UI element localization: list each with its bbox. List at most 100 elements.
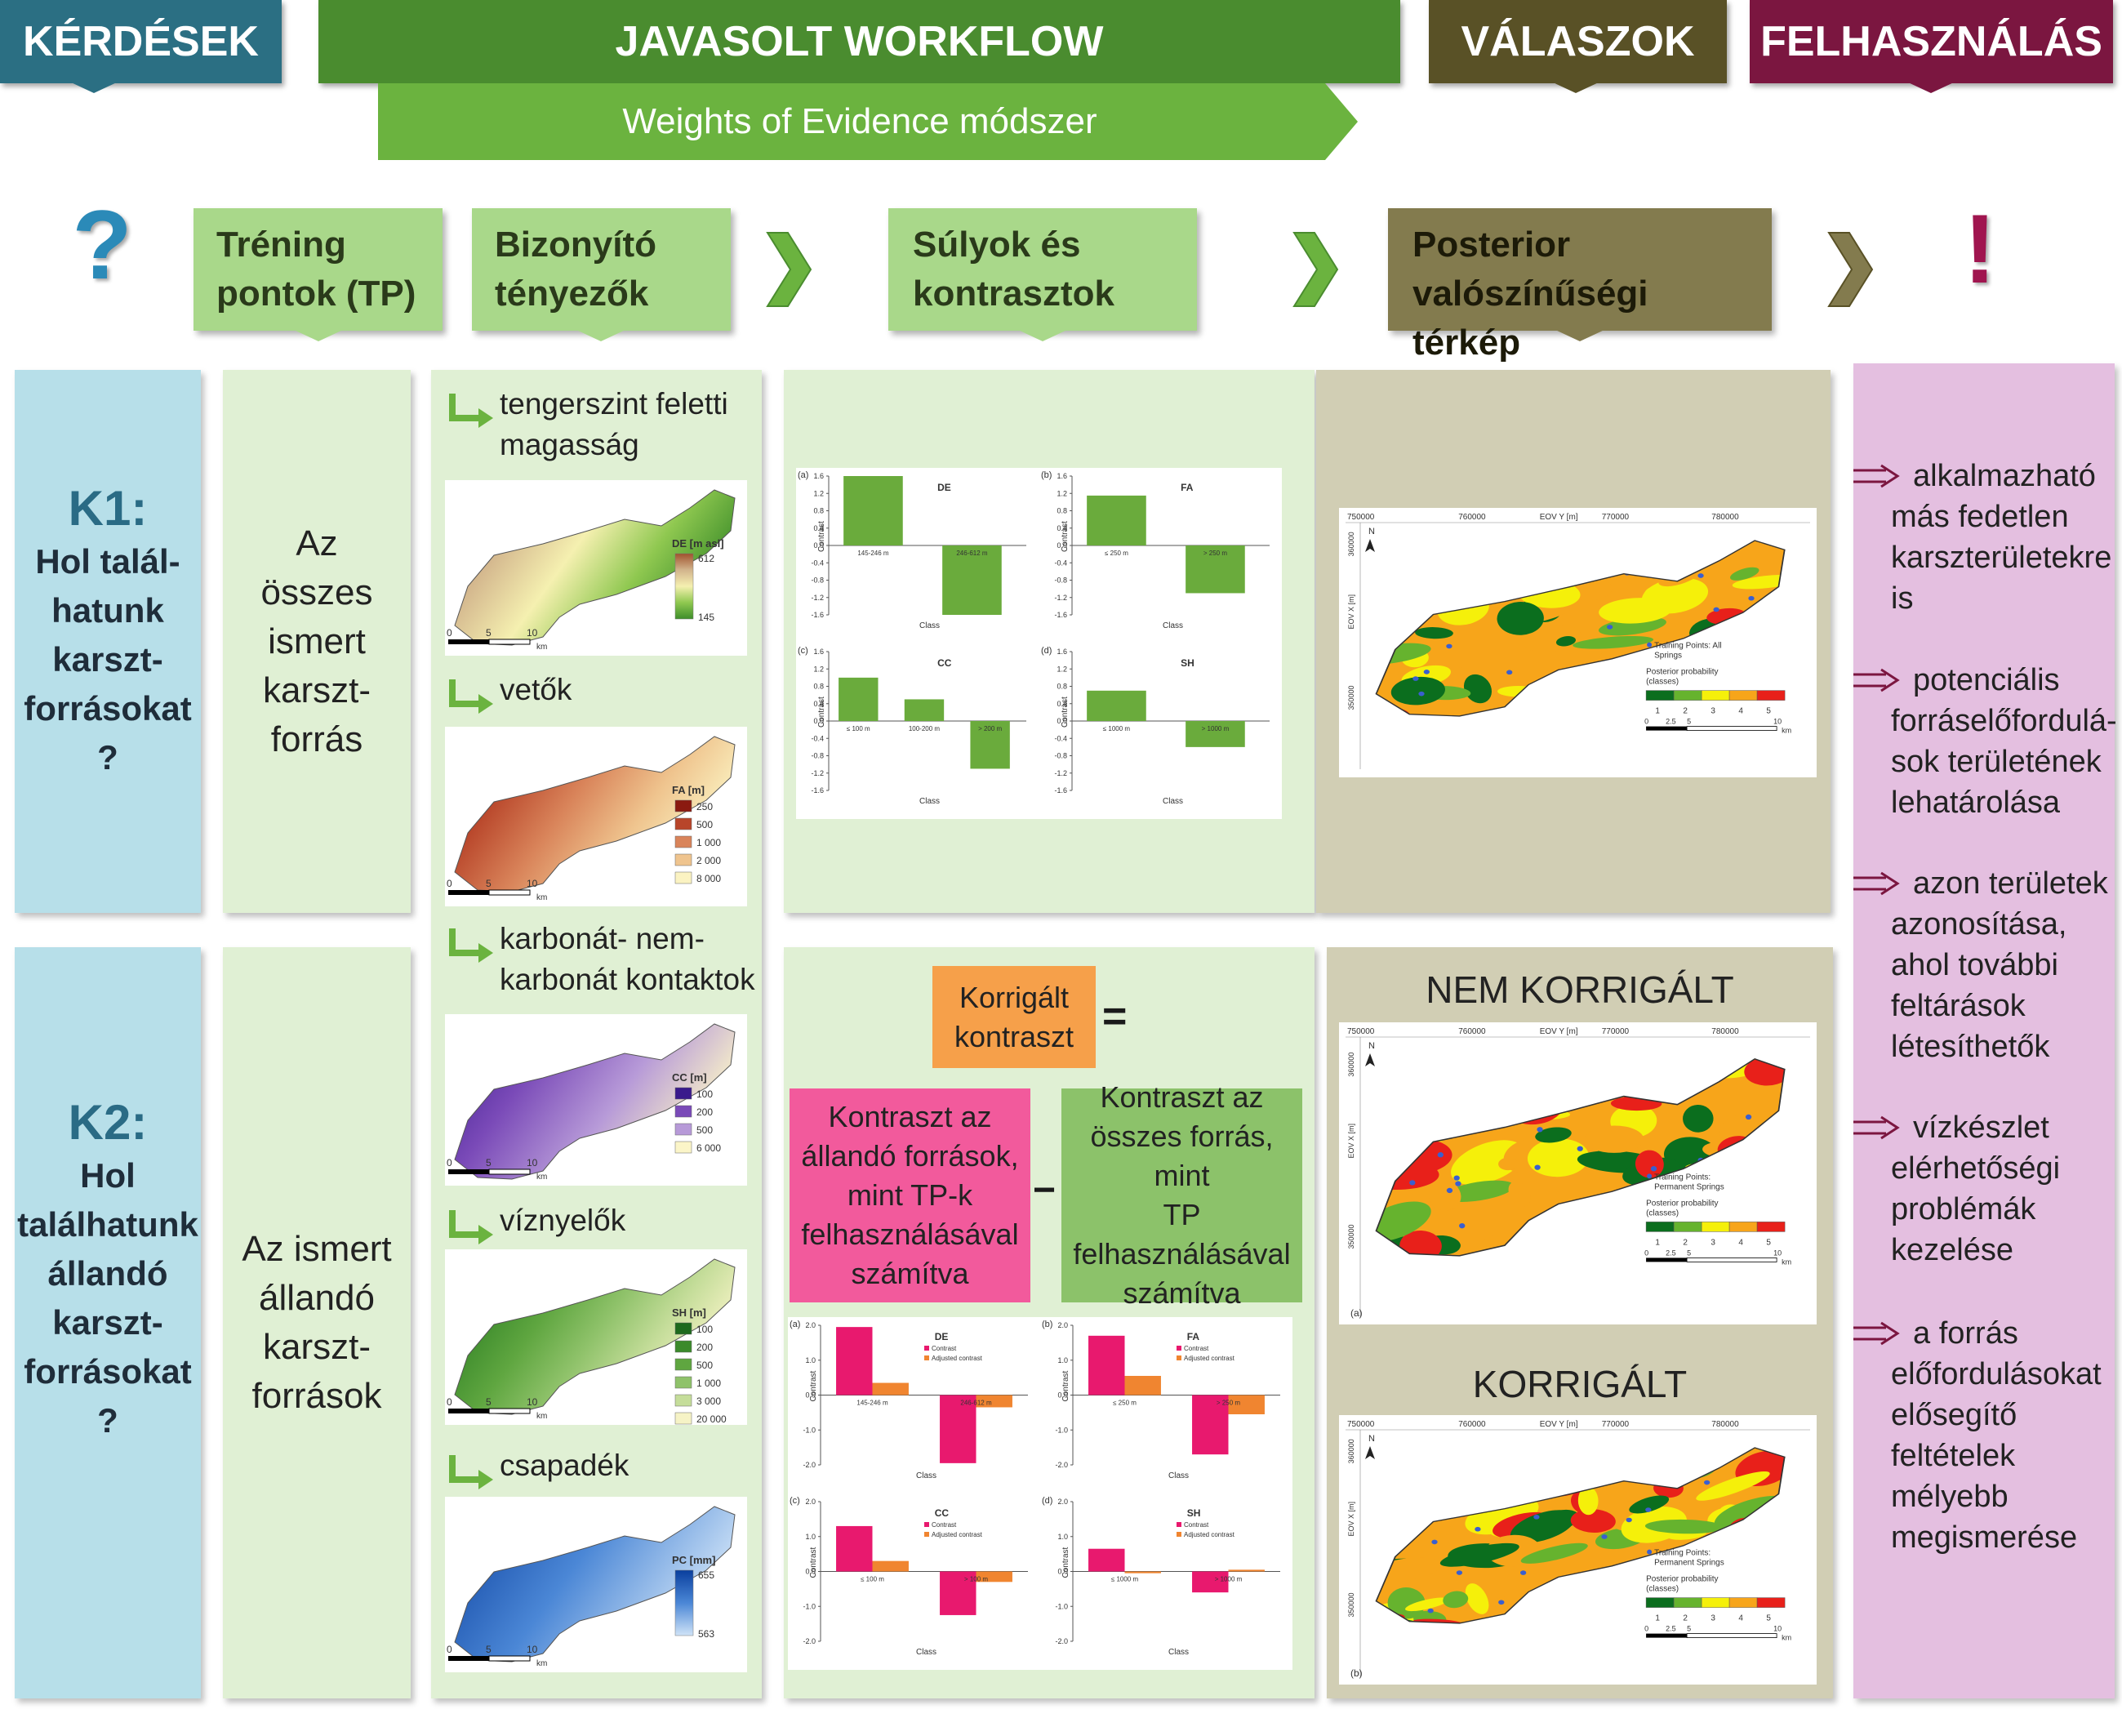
svg-text:10: 10: [527, 1157, 538, 1168]
step-evidence-line-1: Bizonyító: [495, 225, 656, 265]
factor-title-0-0: tengerszint feletti: [500, 387, 728, 421]
svg-text:4: 4: [1738, 1614, 1743, 1623]
svg-text:0.8: 0.8: [1057, 683, 1067, 691]
svg-text:5: 5: [486, 1157, 492, 1168]
permanent-line-3: mint TP-k: [847, 1178, 973, 1212]
svg-text:250: 250: [696, 801, 713, 812]
svg-text:EOV X [m]: EOV X [m]: [1347, 1502, 1355, 1537]
svg-text:> 1000 m: > 1000 m: [1202, 725, 1230, 732]
svg-text:(d): (d): [1042, 1496, 1052, 1506]
svg-text:2.0: 2.0: [805, 1321, 816, 1329]
svg-text:0.0: 0.0: [805, 1391, 816, 1400]
svg-text:0: 0: [447, 627, 452, 639]
step-training-points: Tréning pontok (TP): [194, 208, 443, 331]
svg-text:(c): (c): [798, 646, 808, 656]
factor-title-0-1: magasság: [500, 428, 639, 461]
svg-text:500: 500: [696, 1124, 713, 1136]
svg-text:Class: Class: [1168, 1648, 1189, 1657]
svg-text:Contrast: Contrast: [1061, 1547, 1070, 1578]
usage-item-2-line-2: ahol további: [1891, 948, 2058, 982]
step-posterior-map: Posterior valószínűségi térkép: [1388, 208, 1772, 363]
svg-text:(b): (b): [1350, 1667, 1363, 1679]
svg-text:0.4: 0.4: [1057, 524, 1067, 532]
svg-text:(b): (b): [1041, 470, 1052, 480]
svg-text:Permanent Springs: Permanent Springs: [1654, 1559, 1724, 1568]
svg-text:CC: CC: [937, 657, 952, 669]
svg-text:EOV X [m]: EOV X [m]: [1347, 594, 1355, 630]
svg-text:100-200 m: 100-200 m: [909, 725, 941, 732]
usage-item-3-line-1: elérhetőségi: [1891, 1151, 2061, 1186]
svg-text:1.0: 1.0: [805, 1356, 816, 1364]
svg-text:5: 5: [1687, 1249, 1691, 1257]
svg-text:0: 0: [1644, 1249, 1648, 1257]
svg-text:-0.8: -0.8: [1054, 752, 1067, 760]
step-training-line-1: Tréning: [216, 225, 346, 265]
step-evidence-line-2: tényezők: [495, 274, 649, 314]
svg-text:10: 10: [527, 627, 538, 639]
svg-text:Adjusted contrast: Adjusted contrast: [932, 1355, 983, 1362]
svg-text:-0.4: -0.4: [811, 734, 824, 742]
svg-text:500: 500: [696, 1360, 713, 1371]
svg-text:Adjusted contrast: Adjusted contrast: [932, 1531, 983, 1538]
svg-text:563: 563: [698, 1628, 714, 1640]
svg-text:-1.0: -1.0: [1055, 1426, 1068, 1434]
usage-item-2-line-3: feltárások: [1891, 989, 2026, 1023]
k2-line-3: állandó: [47, 1254, 168, 1293]
svg-text:5: 5: [1766, 707, 1771, 716]
all-line-4: felhasználásával: [1073, 1237, 1291, 1271]
svg-text:0: 0: [447, 1644, 452, 1655]
svg-text:2.5: 2.5: [1666, 1625, 1676, 1633]
k1-code: K1:: [68, 481, 148, 536]
svg-text:0.0: 0.0: [813, 717, 824, 725]
svg-text:(classes): (classes): [1646, 678, 1679, 687]
svg-text:145-246 m: 145-246 m: [857, 550, 889, 557]
svg-text:5: 5: [486, 1644, 492, 1655]
svg-text:8 000: 8 000: [696, 873, 721, 884]
svg-text:20 000: 20 000: [696, 1413, 727, 1425]
svg-text:Class: Class: [1163, 621, 1183, 630]
question-mark-icon: ?: [72, 190, 132, 300]
svg-text:10: 10: [1773, 1625, 1782, 1633]
svg-text:760000: 760000: [1458, 513, 1486, 522]
svg-text:1.0: 1.0: [805, 1533, 816, 1541]
usage-item-2-line-1: azonosítása,: [1891, 907, 2067, 941]
answers-header: VÁLASZOK: [1429, 0, 1727, 83]
svg-text:5: 5: [486, 878, 492, 889]
svg-text:780000: 780000: [1711, 1027, 1739, 1036]
svg-text:0.8: 0.8: [813, 683, 824, 691]
svg-text:FA [m]: FA [m]: [672, 784, 705, 796]
step-posterior-notch: [1555, 330, 1604, 341]
method-arrow: [378, 83, 1358, 160]
svg-text:500: 500: [696, 819, 713, 830]
svg-text:3: 3: [1711, 1614, 1715, 1623]
k1-tp-line-2: összes: [260, 572, 373, 612]
svg-text:> 200 m: > 200 m: [978, 725, 1002, 732]
svg-text:-2.0: -2.0: [803, 1461, 816, 1469]
usage-item-2-line-4: létesíthetők: [1891, 1030, 2050, 1064]
svg-text:0.0: 0.0: [805, 1568, 816, 1576]
k2-training-panel: Az ismert állandó karszt- források: [223, 947, 411, 1698]
permanent-line-2: állandó források,: [801, 1139, 1019, 1173]
svg-text:0.0: 0.0: [813, 541, 824, 550]
svg-text:-1.6: -1.6: [811, 611, 824, 619]
svg-text:145: 145: [698, 612, 714, 623]
k1-tp-line-5: forrás: [270, 719, 363, 759]
svg-text:0: 0: [447, 1157, 452, 1168]
svg-text:1: 1: [1655, 707, 1660, 716]
k1-line-2: hatunk: [51, 591, 164, 630]
svg-text:(d): (d): [1041, 646, 1052, 656]
svg-text:km: km: [536, 1659, 547, 1668]
usage-item-1-line-3: lehatárolása: [1891, 786, 2061, 820]
svg-text:CC: CC: [935, 1507, 950, 1519]
svg-text:Class: Class: [1163, 797, 1183, 806]
svg-text:≤ 1000 m: ≤ 1000 m: [1111, 1576, 1139, 1583]
svg-text:Posterior probability: Posterior probability: [1646, 668, 1718, 677]
svg-text:760000: 760000: [1458, 1027, 1486, 1036]
svg-text:0: 0: [447, 1396, 452, 1408]
svg-text:750000: 750000: [1347, 1027, 1375, 1036]
svg-text:Contrast: Contrast: [817, 697, 826, 728]
